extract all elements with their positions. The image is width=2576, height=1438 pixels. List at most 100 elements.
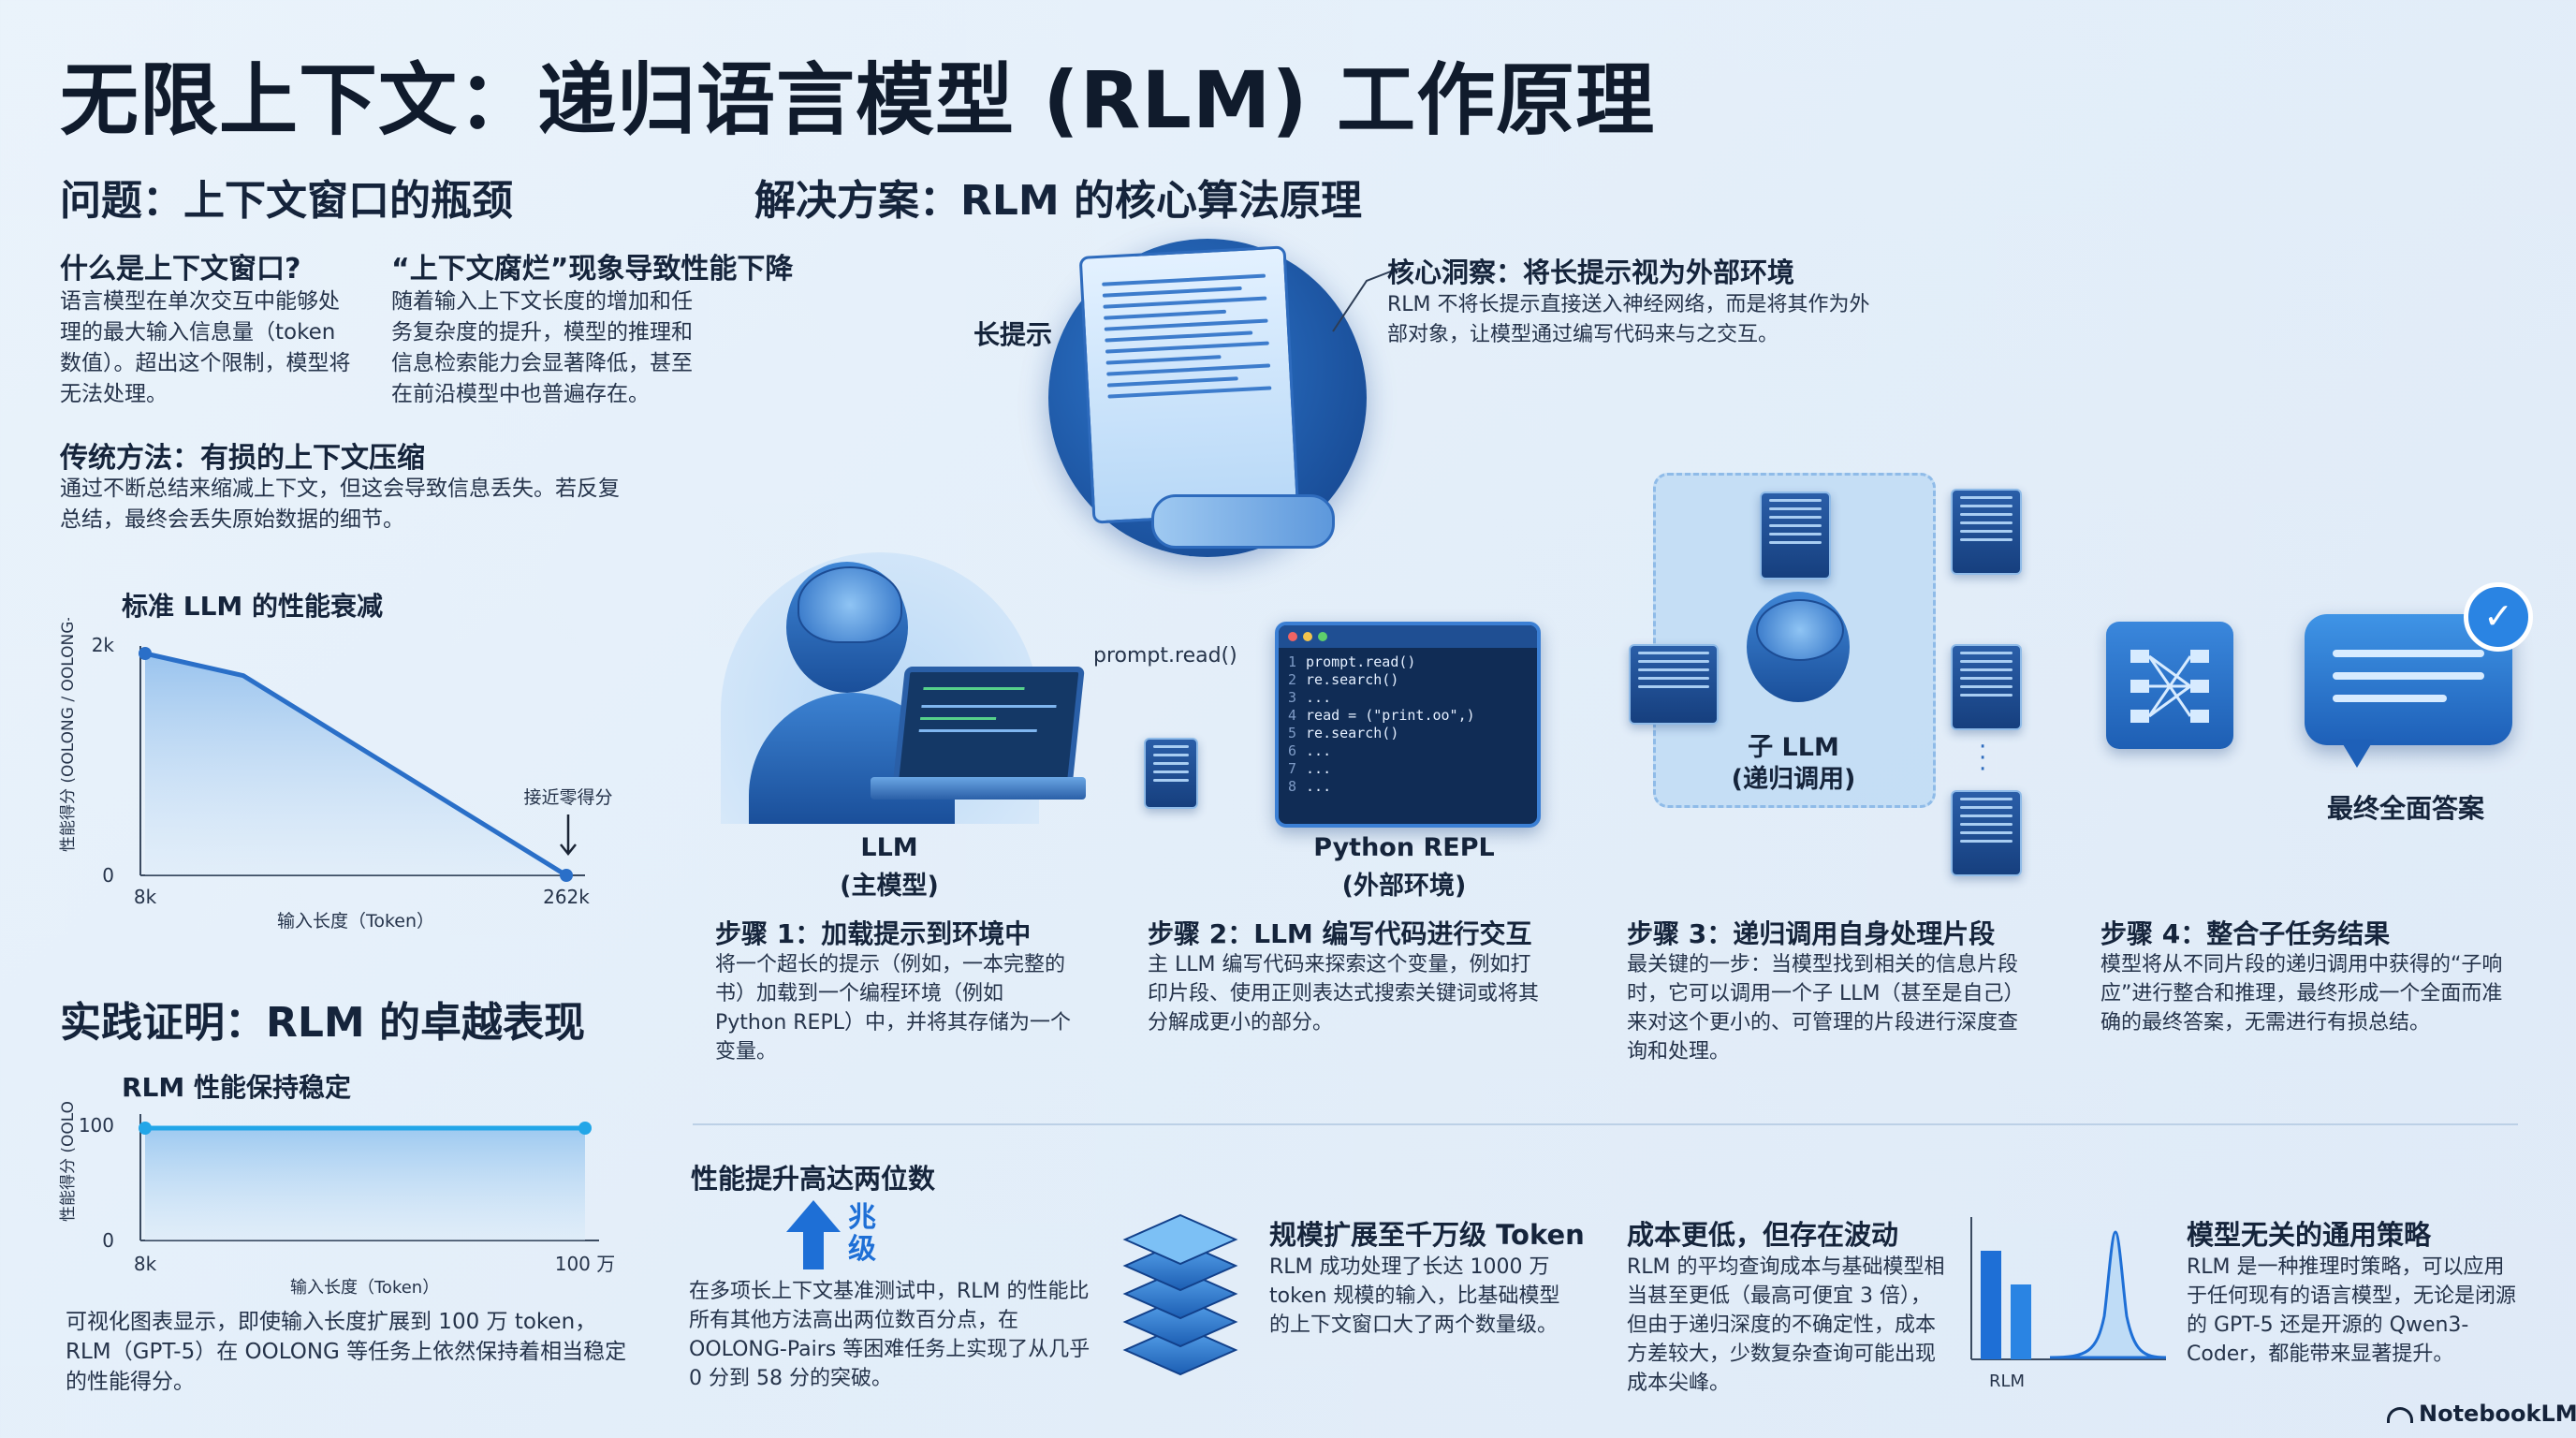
step2-text: 主 LLM 编写代码来探索这个变量，例如打印片段、使用正则表达式搜索关键词或将其… [1148,953,1540,1034]
chart2-xtick-right: 100 万 [555,1253,616,1275]
sub-llm-brain-icon [1756,599,1844,661]
cost-text: RLM 的平均查询成本与基础模型相当甚至更低（最高可便宜 3 倍），但由于递归深… [1627,1255,1945,1395]
chart1-title: 标准 LLM 的性能衰减 [122,591,384,622]
long-prompt-scroll-icon [1078,245,1300,524]
sub-doc-icon-top [1760,492,1831,580]
step2-title: 步骤 2：LLM 编写代码进行交互 [1148,918,1532,949]
context-rot-text: 随着输入上下文长度的增加和任务复杂度的提升，模型的推理和信息检索能力会显著降低，… [391,289,693,406]
brain-icon [798,566,902,643]
prompt-read-label: prompt.read() [1093,644,1237,668]
cost-bar-rlm [2011,1284,2031,1359]
chart1-xtick-left: 8k [134,886,157,908]
chart2-xtick-left: 8k [134,1253,157,1275]
perf-text: 在多项长上下文基准测试中，RLM 的性能比所有其他方法高出两位数百分点，在 OO… [689,1280,1090,1390]
chunk-icon-2 [1951,644,2022,730]
brand-name: NotebookLM [2419,1401,2576,1427]
code-line: 6... [1288,742,1332,759]
chart-point [139,647,152,660]
window-min-dot [1303,632,1312,641]
cost-title: 成本更低，但存在波动 [1627,1219,1899,1251]
laptop-base [871,777,1086,800]
chart1-xtick-right: 262k [543,886,590,908]
cost-bar-base [1981,1251,2001,1359]
proof-caption: 可视化图表显示，即使输入长度扩展到 100 万 token，RLM（GPT-5）… [66,1310,627,1394]
step4-text: 模型将从不同片段的递归调用中获得的“子响应”进行整合和推理，最终形成一个全面而准… [2100,953,2503,1034]
insight-connector [1332,267,1401,332]
proof-heading: 实践证明：RLM 的卓越表现 [60,999,586,1047]
chart1-svg: 性能得分 (OOLONG / OOLONG-Pairs) 2k 0 8k 262… [59,618,613,932]
sub-llm-label: 子 LLM [1748,733,1839,762]
window-close-dot [1288,632,1297,641]
agnostic-title: 模型无关的通用策略 [2187,1219,2432,1251]
ellipsis-icon: ··· [1979,733,1987,784]
chart2-area [145,1128,585,1240]
step3-title: 步骤 3：递归调用自身处理片段 [1627,918,1996,949]
code-line: 3... [1288,689,1332,706]
scale-text: RLM 成功处理了长达 1000 万 token 规模的输入，比基础模型的上下文… [1269,1255,1560,1337]
laptop-icon [892,667,1085,790]
up-arrow-icon [786,1200,841,1269]
context-window-text: 语言模型在单次交互中能够处理的最大输入信息量（token 数值）。超出这个限制，… [60,289,351,406]
integration-network-icon [2106,622,2233,749]
chart1-ytick-top: 2k [92,634,115,656]
chart2-ytick-bottom: 0 [102,1229,114,1252]
chart2-svg: 性能得分 (OOLONG) 100 0 8k 100 万 [59,1100,616,1275]
window-max-dot [1318,632,1327,641]
step1-title: 步骤 1：加载提示到环境中 [715,918,1032,949]
step4-title: 步骤 4：整合子任务结果 [2100,918,2391,949]
check-icon: ✓ [2464,582,2533,652]
solution-heading: 解决方案：RLM 的核心算法原理 [754,177,1363,225]
scale-title: 规模扩展至千万级 Token [1269,1219,1585,1251]
divider [693,1123,2518,1125]
notebooklm-logo-icon [2387,1406,2413,1423]
code-line: 8... [1288,778,1332,795]
traditional-text: 通过不断总结来缩减上下文，但这会导致信息丢失。若反复总结，最终会丢失原始数据的细… [60,477,620,532]
insight-text: RLM 不将长提示直接送入神经网络，而是将其作为外部对象，让模型通过编写代码来与… [1387,293,1870,346]
layers-stack-icon [1122,1213,1238,1376]
chart2-ytick-top: 100 [79,1114,114,1137]
chunk-icon-1 [1951,489,2022,575]
chart1-annotation: 接近零得分 [523,787,612,808]
sub-llm-sublabel: (递归调用) [1731,765,1856,794]
long-prompt-label: 长提示 [973,319,1053,350]
chart-point [139,1122,152,1135]
cost-chart-label: RLM [1989,1372,2025,1391]
problem-heading: 问题：上下文窗口的瓶颈 [60,177,513,225]
cost-distribution-curve [2049,1230,2167,1359]
chart2-title: RLM 性能保持稳定 [122,1072,352,1103]
perf-badge: 兆级 [848,1201,876,1266]
document-icon [1144,738,1198,809]
chart2-xlabel: 输入长度（Token） [290,1278,440,1298]
page-title: 无限上下文：递归语言模型 (RLM) 工作原理 [60,54,1656,146]
llm-sublabel: (主模型) [840,872,939,901]
chunk-doc-icon [1629,644,1719,725]
step3-text: 最关键的一步：当模型找到相关的信息片段时，它可以调用一个子 LLM（甚至是自己）… [1627,953,2019,1064]
scroll-roll [1151,494,1335,549]
code-line: 7... [1288,760,1332,777]
brand-footer: NotebookLM [2387,1401,2576,1427]
context-rot-title: “上下文腐烂”现象导致性能下降 [391,253,794,286]
chart1-annotation-arrow [560,814,577,857]
chart1-line [142,651,569,878]
chart1-area [145,653,566,875]
perf-title: 性能提升高达两位数 [691,1163,936,1195]
repl-sublabel: (外部环境) [1341,872,1467,901]
chart1-ylabel: 性能得分 (OOLONG / OOLONG-Pairs) [59,618,78,852]
chart-point [578,1122,592,1135]
final-answer-label: 最终全面答案 [2326,793,2484,824]
chart-point [560,869,573,882]
chunk-icon-3 [1951,790,2022,876]
llm-label: LLM [860,833,918,862]
repl-label: Python REPL [1313,833,1495,862]
step1-text: 将一个超长的提示（例如，一本完整的书）加载到一个编程环境（例如 Python R… [715,953,1071,1064]
chart1-xlabel: 输入长度（Token） [277,911,434,932]
cost-mini-chart: RLM [1970,1217,2167,1391]
chart1-ytick-bottom: 0 [102,864,114,887]
traditional-title: 传统方法：有损的上下文压缩 [60,442,425,475]
context-window-title: 什么是上下文窗口? [60,253,301,286]
